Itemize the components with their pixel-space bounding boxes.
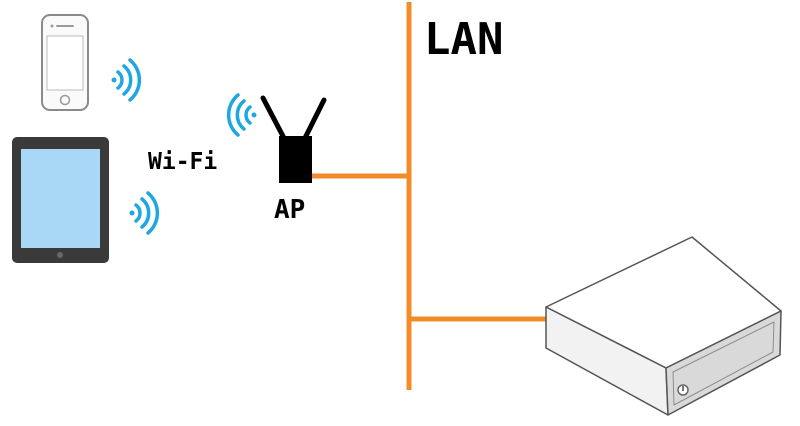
server-box-icon [545, 236, 782, 416]
ap-wifi-signal-icon [226, 93, 257, 137]
tablet-icon [12, 137, 109, 263]
lan-label: LAN [424, 14, 503, 65]
ap-label: AP [274, 195, 305, 225]
smartphone-icon [41, 14, 89, 111]
smartphone-wifi-signal-icon [111, 58, 142, 102]
wifi-label: Wi-Fi [148, 149, 217, 175]
access-point-icon [260, 95, 327, 183]
tablet-wifi-signal-icon [129, 191, 160, 235]
